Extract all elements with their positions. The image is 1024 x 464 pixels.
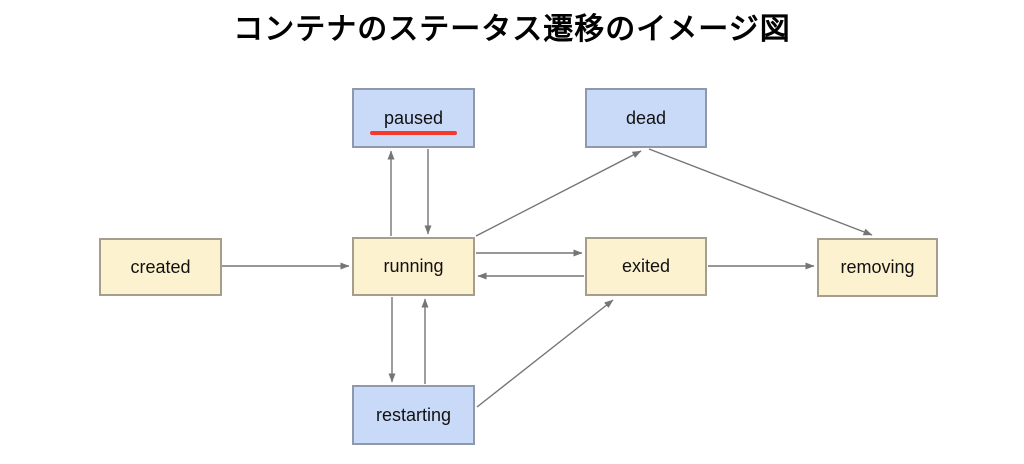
- node-running: running: [352, 237, 475, 296]
- node-dead: dead: [585, 88, 707, 148]
- edge-running-to-dead: [475, 150, 642, 237]
- node-running-label: running: [383, 256, 444, 276]
- node-exited-label: exited: [621, 256, 671, 276]
- node-created-label: created: [130, 256, 191, 277]
- node-paused: paused: [352, 88, 475, 148]
- edge-restarting-to-exited: [476, 299, 614, 408]
- node-restarting-label: restarting: [375, 404, 452, 425]
- edge-dead-to-removing: [648, 148, 873, 236]
- node-dead-label: dead: [625, 107, 667, 128]
- node-removing: removing: [817, 238, 938, 297]
- node-removing-label: removing: [840, 257, 915, 277]
- paused-red-underline: [370, 131, 457, 135]
- node-restarting: restarting: [352, 385, 475, 445]
- diagram-title: コンテナのステータス遷移のイメージ図: [233, 13, 791, 46]
- node-created: created: [99, 238, 222, 296]
- node-exited: exited: [585, 237, 707, 296]
- node-paused-label: paused: [383, 107, 444, 128]
